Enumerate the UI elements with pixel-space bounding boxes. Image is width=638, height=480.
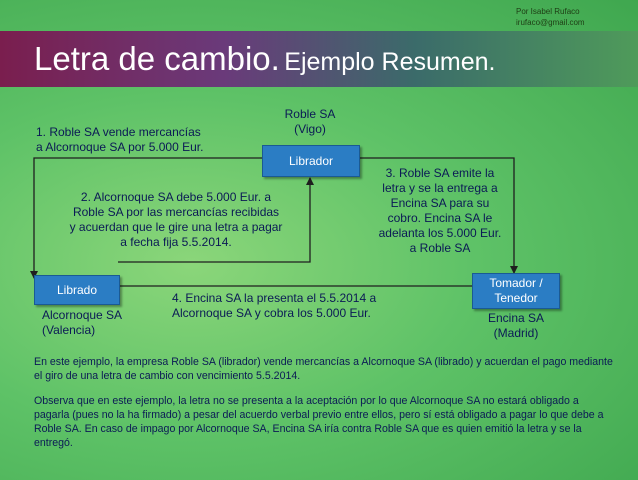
slide-title: Letra de cambio. Ejemplo Resumen. bbox=[34, 40, 495, 78]
title-main: Letra de cambio. bbox=[34, 40, 280, 77]
tomador-caption: Encina SA (Madrid) bbox=[470, 311, 562, 341]
step-1-text: 1. Roble SA vende mercancías a Alcornoqu… bbox=[36, 125, 256, 155]
credit: Por Isabel Rufaco irufaco@gmail.com bbox=[516, 6, 626, 28]
tomador-node: Tomador / Tenedor bbox=[472, 273, 560, 309]
librador-name: Roble SA bbox=[284, 107, 336, 121]
step-1-line: a Alcornoque SA por 5.000 Eur. bbox=[36, 140, 204, 154]
step-4-line: 4. Encina SA la presenta el 5.5.2014 a bbox=[172, 291, 377, 305]
step-2-line: y acuerdan que le gire una letra a pagar bbox=[69, 220, 283, 234]
step-2-line: a fecha fija 5.5.2014. bbox=[120, 235, 232, 249]
title-sub: Ejemplo Resumen. bbox=[284, 48, 496, 76]
step-3-line: cobro. Encina SA le bbox=[387, 211, 493, 225]
step-1-line: 1. Roble SA vende mercancías bbox=[36, 125, 201, 139]
step-3-line: adelanta los 5.000 Eur. bbox=[378, 226, 502, 240]
arrow-librador-to-librado bbox=[30, 157, 262, 279]
librador-node: Librador bbox=[262, 145, 360, 177]
credit-email: irufaco@gmail.com bbox=[516, 18, 585, 27]
step-3-line: 3. Roble SA emite la bbox=[385, 166, 495, 180]
explanation-paragraph-1: En este ejemplo, la empresa Roble SA (li… bbox=[34, 356, 613, 382]
librado-label: Librado bbox=[56, 282, 98, 297]
step-2-line: Roble SA por las mercancías recibidas bbox=[72, 205, 280, 219]
arrow-librado-to-librador bbox=[118, 177, 314, 263]
tomador-label-line1: Tomador / bbox=[489, 276, 543, 290]
step-3-text: 3. Roble SA emite la letra y se la entre… bbox=[366, 166, 514, 256]
tomador-place: (Madrid) bbox=[493, 326, 539, 340]
step-3-line: letra y se la entrega a bbox=[382, 181, 498, 195]
explanation-paragraph-2: Observa que en este ejemplo, la letra no… bbox=[34, 395, 604, 449]
tomador-label-line2: Tenedor bbox=[494, 291, 538, 305]
credit-author: Por Isabel Rufaco bbox=[516, 7, 580, 16]
step-3-line: a Roble SA bbox=[409, 241, 471, 255]
tomador-name: Encina SA bbox=[487, 311, 545, 325]
librado-node: Librado bbox=[34, 275, 120, 305]
librador-caption: Roble SA (Vigo) bbox=[270, 107, 350, 137]
title-bar bbox=[0, 31, 638, 87]
step-3-line: Encina SA para su bbox=[390, 196, 490, 210]
arrow-librador-to-tomador bbox=[359, 157, 518, 274]
librado-place: (Valencia) bbox=[42, 323, 96, 337]
librado-caption: Alcornoque SA (Valencia) bbox=[42, 308, 152, 338]
step-4-text: 4. Encina SA la presenta el 5.5.2014 a A… bbox=[172, 291, 442, 321]
step-4-line: Alcornoque SA y cobra los 5.000 Eur. bbox=[172, 306, 371, 320]
step-2-text: 2. Alcornoque SA debe 5.000 Eur. a Roble… bbox=[40, 190, 312, 250]
librador-place: (Vigo) bbox=[294, 122, 326, 136]
step-2-line: 2. Alcornoque SA debe 5.000 Eur. a bbox=[80, 190, 272, 204]
librador-label: Librador bbox=[288, 153, 334, 168]
librado-name: Alcornoque SA bbox=[42, 308, 123, 322]
